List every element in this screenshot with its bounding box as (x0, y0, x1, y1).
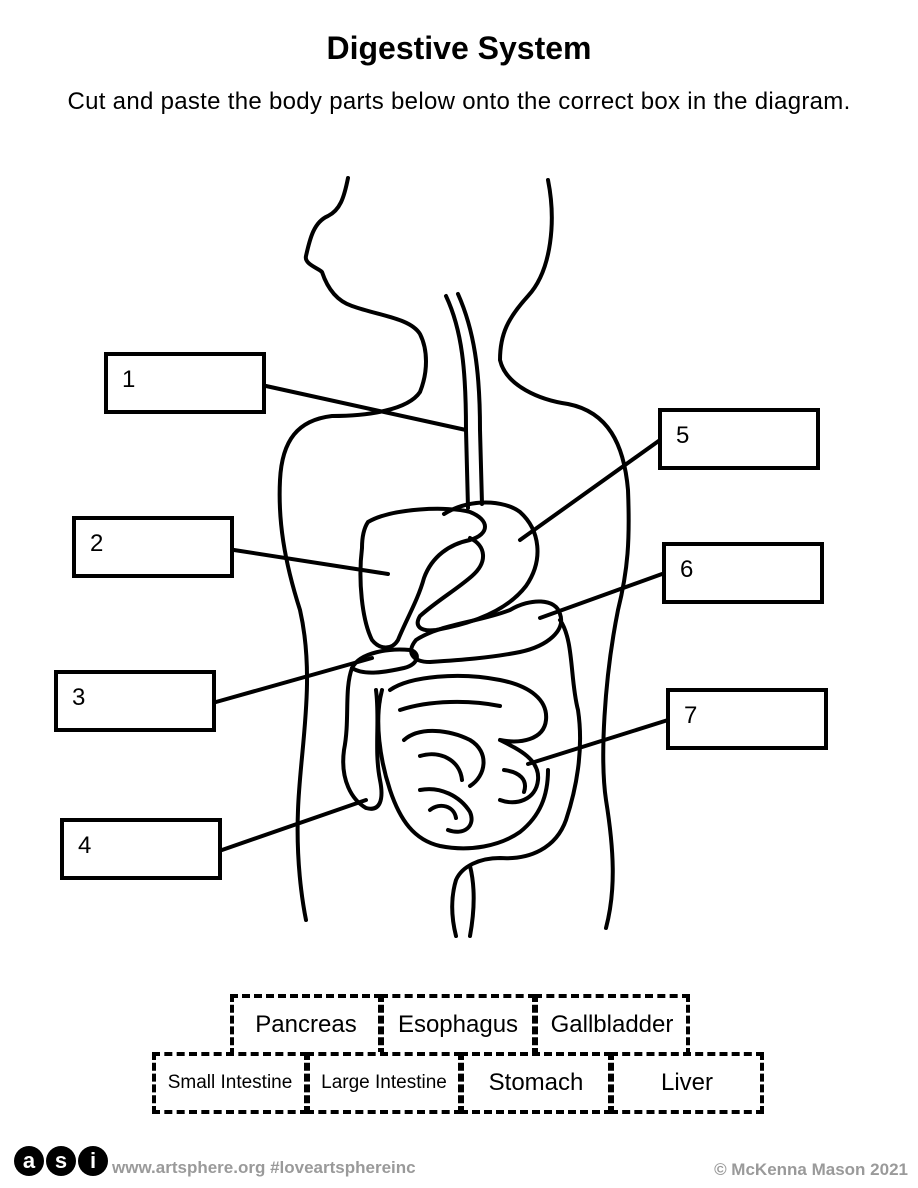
cutout-small-intestine[interactable]: Small Intestine (152, 1052, 308, 1114)
stomach-shape (415, 500, 540, 633)
rectum-line (468, 864, 476, 938)
cutout-large-intestine[interactable]: Large Intestine (306, 1052, 462, 1114)
cutout-stomach[interactable]: Stomach (460, 1052, 612, 1114)
label-box-2[interactable]: 2 (72, 516, 234, 578)
leader-line-4 (220, 798, 368, 852)
label-number-6: 6 (680, 556, 694, 583)
label-box-4[interactable]: 4 (60, 818, 222, 880)
esophagus-line-b (456, 292, 484, 506)
asi-logo: a s i (14, 1146, 108, 1176)
leader-line-7 (526, 718, 670, 766)
body-outline-right (498, 178, 631, 930)
cutout-esophagus[interactable]: Esophagus (380, 994, 536, 1056)
page-title: Digestive System (326, 30, 592, 66)
label-box-5[interactable]: 5 (658, 408, 820, 470)
instructions-text: Cut and paste the body parts below onto … (67, 88, 851, 115)
cutout-gallbladder[interactable]: Gallbladder (534, 994, 690, 1056)
transverse-colon (409, 599, 564, 664)
descending-colon (450, 618, 583, 938)
label-number-1: 1 (122, 366, 136, 393)
label-box-6[interactable]: 6 (662, 542, 824, 604)
liver-shape (358, 506, 487, 650)
label-box-7[interactable]: 7 (666, 688, 828, 750)
leader-line-3 (214, 656, 374, 704)
footer-website[interactable]: www.artsphere.org #loveartsphereinc (112, 1158, 416, 1177)
gallbladder-shape (350, 647, 419, 675)
footer-copyright: © McKenna Mason 2021 (714, 1160, 908, 1179)
logo-letter-a: a (14, 1146, 44, 1176)
small-intestine-loops (388, 673, 549, 834)
leader-line-5 (518, 438, 662, 542)
leader-line-1 (264, 384, 468, 432)
label-number-2: 2 (90, 530, 104, 557)
logo-letter-s: s (46, 1146, 76, 1176)
label-number-7: 7 (684, 702, 698, 729)
cutout-liver[interactable]: Liver (610, 1052, 764, 1114)
leader-line-6 (538, 572, 664, 620)
label-box-3[interactable]: 3 (54, 670, 216, 732)
leader-line-2 (232, 548, 390, 576)
label-number-4: 4 (78, 832, 92, 859)
label-number-5: 5 (676, 422, 690, 449)
label-box-1[interactable]: 1 (104, 352, 266, 414)
small-intestine-outline (376, 688, 550, 851)
body-outline-left (277, 176, 428, 922)
esophagus-line-a (444, 294, 470, 510)
ascending-colon (341, 666, 384, 811)
logo-letter-i: i (78, 1146, 108, 1176)
cutout-pancreas[interactable]: Pancreas (230, 994, 382, 1056)
label-number-3: 3 (72, 684, 86, 711)
